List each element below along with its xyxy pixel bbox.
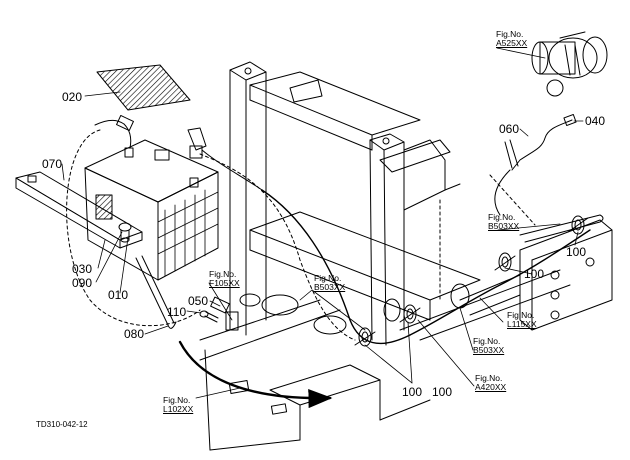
frame-top-bar: [249, 71, 421, 151]
callout-050: 050: [188, 294, 209, 308]
callout-090: 090: [72, 276, 93, 290]
figref-code: A525XX: [496, 38, 528, 48]
cable-clamp-1: [354, 327, 376, 347]
cable-clamp-2: [399, 304, 421, 324]
figref-prefix: Fig.No.: [163, 395, 191, 405]
cable-clamp-4: [567, 215, 589, 235]
wire-clip: [228, 380, 250, 394]
cable-clamp-3: [494, 252, 516, 272]
figref-code: A420XX: [475, 382, 507, 392]
figref-b503-top: Fig.No. B503XX: [488, 213, 519, 231]
figref-prefix: Fig.No.: [507, 310, 535, 320]
chassis-rail: [459, 219, 613, 331]
callout-100-d: 100: [566, 245, 587, 259]
leader-lines: [61, 47, 584, 399]
figref-code: B503XX: [488, 221, 520, 231]
callout-100-b: 100: [432, 385, 453, 399]
bolt-and-washer: [199, 296, 239, 331]
figref-prefix: Fig.No.: [314, 273, 342, 283]
figref-a420: Fig.No. A420XX: [475, 374, 506, 392]
drawing-code: TD310-042-12: [36, 420, 88, 429]
figref-prefix: Fig.No.: [488, 212, 516, 222]
callout-040: 040: [585, 114, 606, 128]
reference-arrow: [178, 340, 333, 409]
hold-down-bolt: [118, 222, 132, 243]
figref-l115: Fig.No. L115XX: [507, 311, 537, 329]
callout-100-a: 100: [402, 385, 423, 399]
callout-010: 010: [108, 288, 129, 302]
frame-left-post: [229, 61, 267, 336]
battery-bracket: [15, 171, 143, 249]
figref-code: B503XX: [314, 282, 346, 292]
callout-100-c: 100: [524, 267, 545, 281]
figref-f105: Fig.No. F105XX: [209, 270, 240, 288]
callout-030: 030: [72, 262, 93, 276]
wire-clip-2: [270, 403, 288, 415]
figref-prefix: Fig.No.: [496, 29, 524, 39]
figref-code: L115XX: [507, 319, 537, 329]
battery: [84, 139, 219, 281]
callout-020: 020: [62, 90, 83, 104]
figref-a525: Fig.No. A525XX: [496, 30, 527, 48]
figref-b503-low: Fig.No. B503XX: [473, 337, 504, 355]
figref-prefix: Fig.No.: [473, 336, 501, 346]
terminal-cover: [96, 64, 191, 111]
battery-cable-routing: [261, 189, 604, 345]
figref-code: F105XX: [209, 278, 240, 288]
battery-cable-positive: [94, 115, 263, 191]
callout-080: 080: [124, 327, 145, 341]
figref-code: L102XX: [163, 404, 194, 414]
starter-motor: [531, 31, 608, 97]
hold-down-rod: [135, 255, 177, 329]
starter-cable: [494, 114, 577, 216]
cable-clamp-loop: [383, 298, 401, 322]
figref-l102: Fig.No. L102XX: [163, 396, 193, 414]
figref-b503-mid: Fig.No. B503XX: [314, 274, 345, 292]
figref-code: B503XX: [473, 345, 505, 355]
callout-060: 060: [499, 122, 520, 136]
frame-right-post: [369, 133, 405, 346]
frame-right-bracket: [379, 139, 461, 211]
callout-070: 070: [42, 157, 63, 171]
figref-prefix: Fig.No.: [209, 269, 237, 279]
frame-lower: [199, 211, 571, 451]
callout-110: 110: [167, 305, 187, 319]
figref-prefix: Fig.No.: [475, 373, 503, 383]
